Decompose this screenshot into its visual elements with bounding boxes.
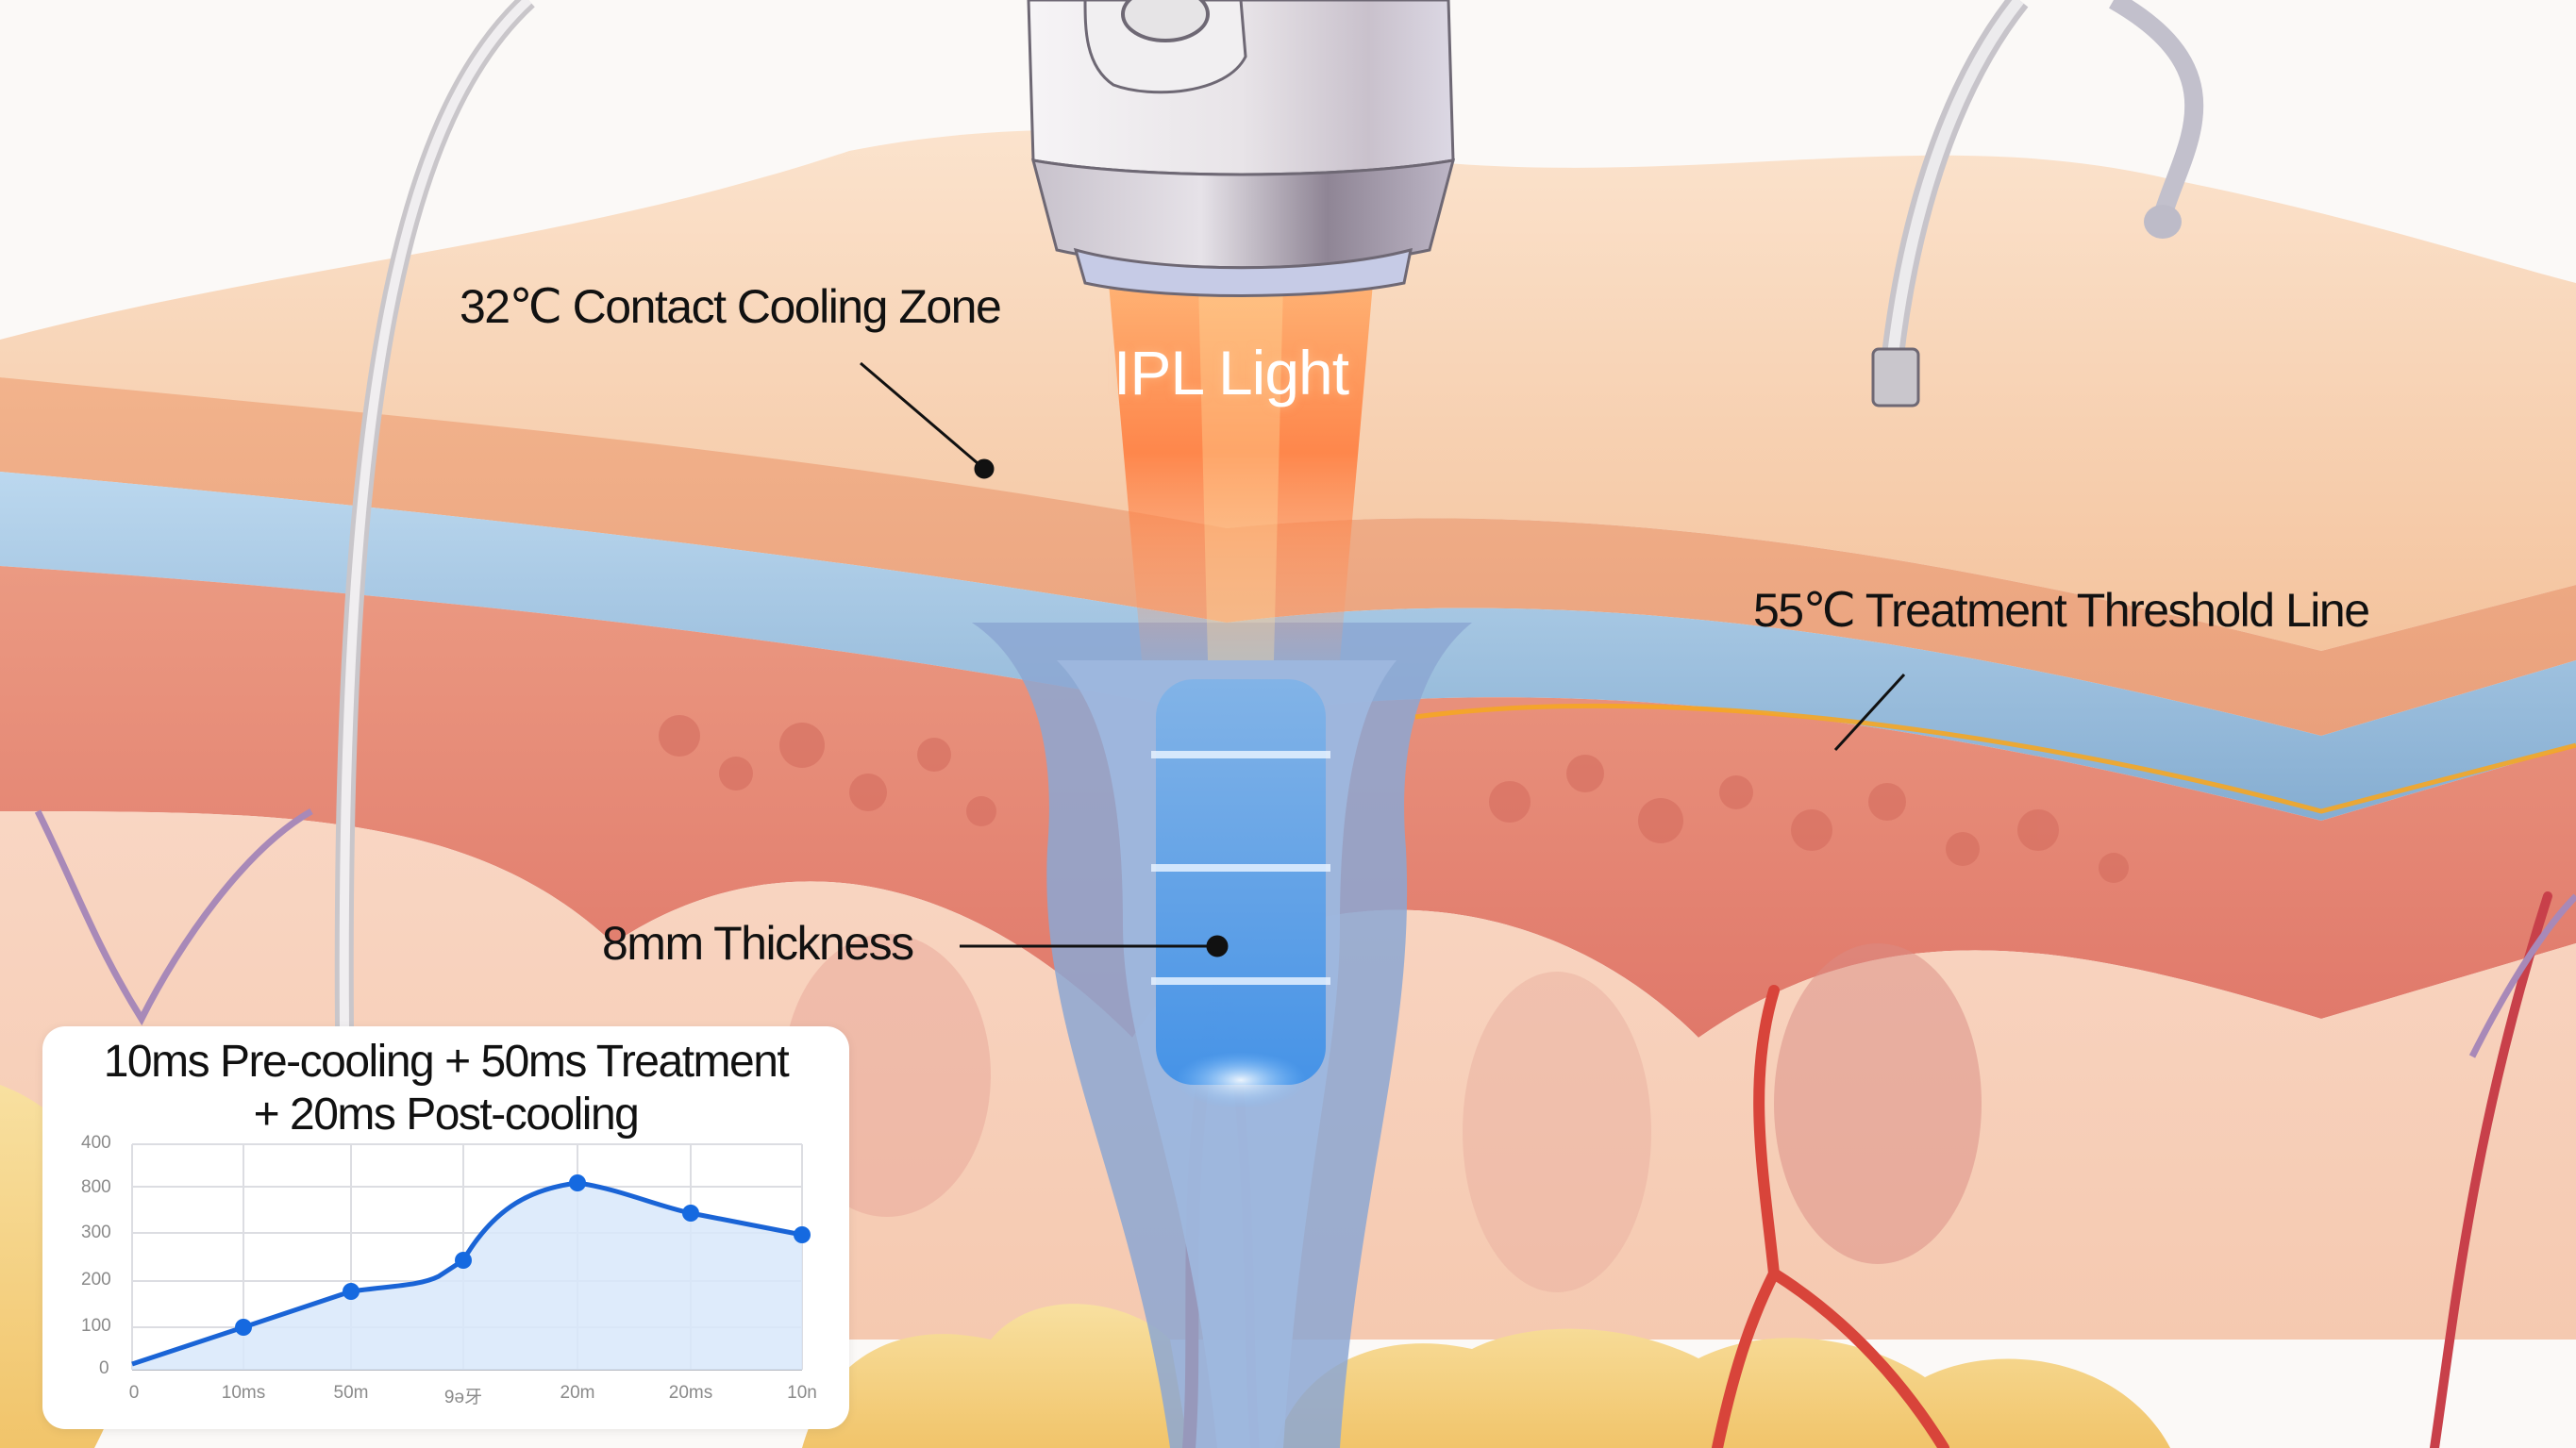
x-tick-label: 0 (128, 1383, 140, 1403)
dermis-cells (659, 715, 2129, 883)
x-tick-label: 10n (787, 1383, 817, 1403)
hair-shaft-capsule (1156, 679, 1326, 1085)
chart-title: 10ms Pre-cooling + 50ms Treatment + 20ms… (42, 1036, 849, 1141)
chart-line (131, 1180, 803, 1367)
y-tick-label: 800 (81, 1177, 111, 1197)
handpiece-tip (1073, 247, 1413, 297)
y-tick-label: 200 (81, 1270, 111, 1290)
chart-title-line-1: 10ms Pre-cooling + 50ms Treatment (103, 1037, 790, 1087)
annotation-leaders (860, 361, 1906, 957)
pulse-timing-chart-card: 10ms Pre-cooling + 50ms Treatment + 20ms… (42, 1026, 849, 1429)
capsule-rings (1151, 751, 1330, 985)
thickness-label: 8mm Thickness (602, 917, 914, 970)
papilla-3 (1774, 943, 1982, 1264)
data-point (569, 1174, 586, 1191)
data-point (455, 1252, 472, 1269)
veins (34, 807, 2576, 1058)
cooling-zone-label: 32℃ Contact Cooling Zone (460, 280, 1002, 333)
x-tick-label: 50m (333, 1383, 369, 1403)
ipl-beam (1109, 283, 1373, 660)
data-point (682, 1205, 699, 1222)
x-tick-label: 20m (560, 1383, 595, 1403)
cable-right-connector (1871, 347, 1920, 408)
y-tick-label: 300 (81, 1223, 111, 1242)
chart-plot-area (131, 1143, 811, 1371)
y-tick-label: 400 (81, 1133, 111, 1153)
handpiece-ring (1030, 158, 1456, 270)
chart-area-fill (132, 1183, 802, 1370)
chart-markers (235, 1174, 811, 1336)
handpiece-button-center (1121, 0, 1210, 42)
threshold-line (1414, 703, 2576, 814)
data-point (235, 1319, 252, 1336)
fat-layer-bottom (802, 1304, 2170, 1448)
x-tick-label: 10ms (221, 1383, 266, 1403)
data-point (343, 1283, 360, 1300)
x-tick-label: 20ms (668, 1383, 713, 1403)
papilla-2 (1463, 972, 1651, 1292)
data-point (794, 1226, 811, 1243)
y-tick-label: 100 (81, 1316, 111, 1336)
cable-right-back (2109, 0, 2204, 225)
y-tick-label: 0 (99, 1358, 109, 1378)
chart-title-line-2: + 20ms Post-cooling (253, 1090, 640, 1140)
x-tick-label: 9ə牙 (443, 1388, 483, 1407)
ipl-light-label: IPL Light (1113, 338, 1349, 408)
threshold-line-label: 55℃ Treatment Threshold Line (1753, 584, 2370, 637)
